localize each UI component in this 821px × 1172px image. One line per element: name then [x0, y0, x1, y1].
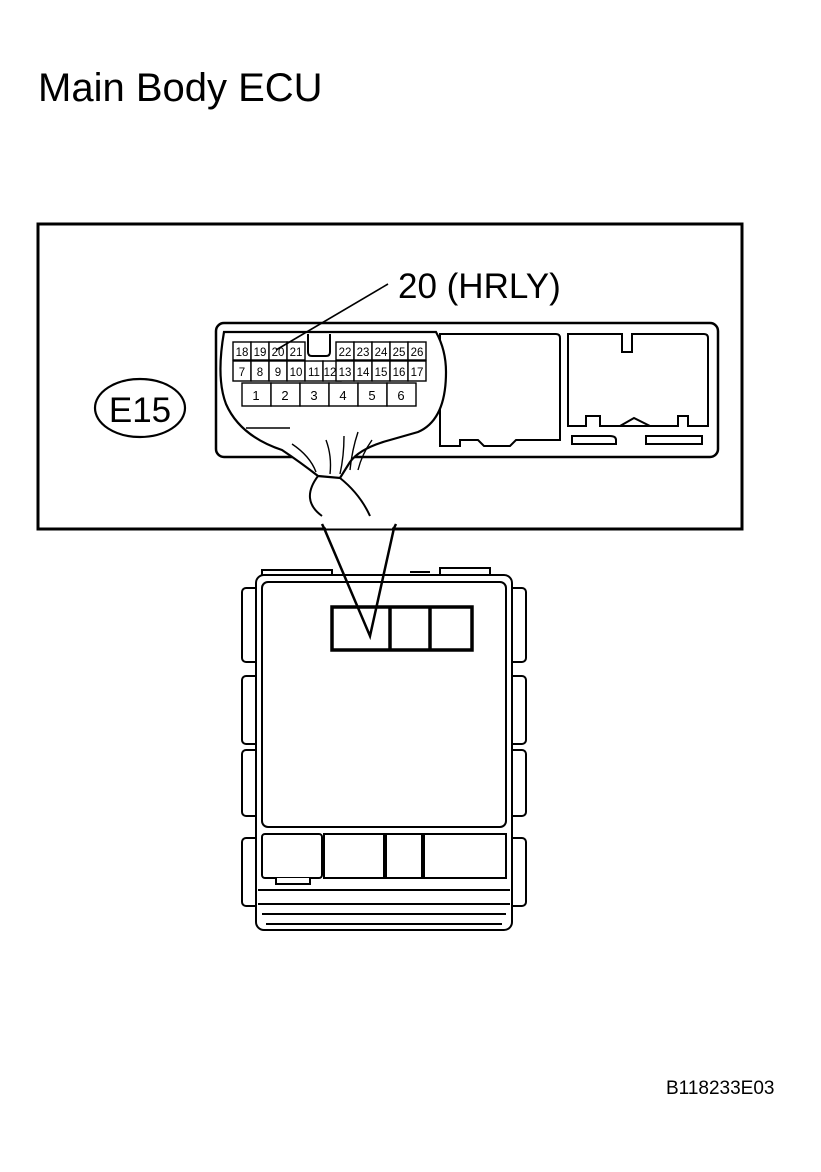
pin-9: 9	[275, 367, 281, 379]
pin-3: 3	[310, 388, 317, 403]
pin-20: 20	[272, 347, 285, 359]
pin-1: 1	[252, 388, 259, 403]
pin-8: 8	[257, 367, 263, 379]
callout-pointer	[322, 527, 396, 641]
ecu-connector-slots	[330, 605, 474, 652]
pin-14: 14	[357, 367, 370, 379]
connector-cavities	[439, 333, 709, 447]
pin-grid	[232, 341, 427, 407]
pin-15: 15	[375, 367, 388, 379]
figure-id: B118233E03	[666, 1078, 775, 1099]
connector-code: E15	[109, 391, 171, 430]
callout-label: 20 (HRLY)	[398, 267, 561, 306]
pin-23: 23	[357, 347, 370, 359]
connector-code-badge	[93, 377, 187, 439]
pin-24: 24	[375, 347, 388, 359]
pin-6: 6	[397, 388, 404, 403]
pin-22: 22	[339, 347, 352, 359]
pin-13: 13	[339, 367, 352, 379]
pin-7: 7	[239, 367, 245, 379]
page-title: Main Body ECU	[38, 66, 323, 110]
pin-11: 11	[308, 367, 320, 379]
pin-19: 19	[254, 347, 267, 359]
pin-labels: 18 19 20 21 22 23 24 25 26 7 8 9 10 11 1…	[236, 347, 424, 403]
pin-21: 21	[290, 347, 303, 359]
pin-25: 25	[393, 347, 406, 359]
callout-leader-line	[275, 283, 389, 351]
pin-12: 12	[324, 367, 337, 379]
pin-5: 5	[368, 388, 375, 403]
pin-4: 4	[339, 388, 346, 403]
pin-10: 10	[290, 367, 303, 379]
pin-18: 18	[236, 347, 249, 359]
pin-16: 16	[393, 367, 406, 379]
pin-26: 26	[411, 347, 424, 359]
pin-2: 2	[281, 388, 288, 403]
pin-17: 17	[411, 367, 424, 379]
